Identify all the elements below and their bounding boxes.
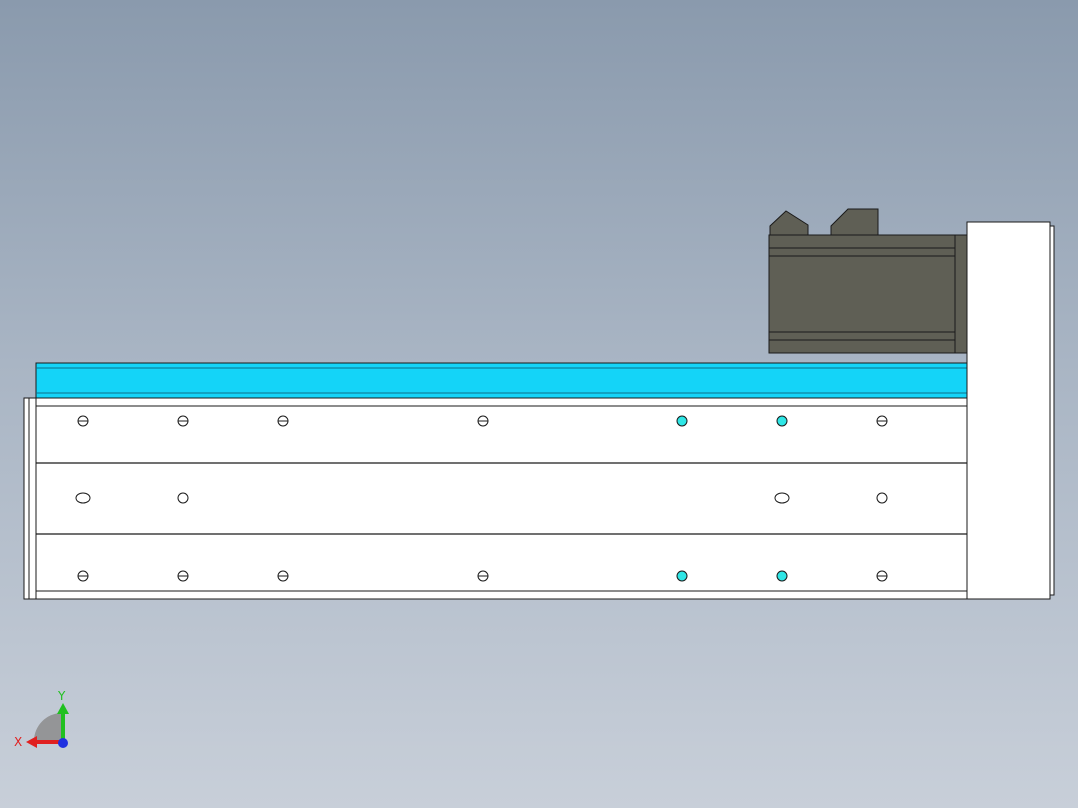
mounting-hole — [876, 492, 888, 504]
mounting-holes — [75, 415, 888, 582]
mounting-hole — [774, 492, 790, 504]
end-cap[interactable] — [966, 221, 1055, 600]
mounting-hole — [776, 415, 788, 427]
mounting-hole — [75, 492, 91, 504]
motor-block[interactable] — [768, 208, 968, 354]
y-axis-label: Y — [57, 689, 66, 703]
mounting-hole — [676, 570, 688, 582]
z-axis-dot — [58, 738, 68, 748]
orientation-triad: Y X — [14, 689, 69, 749]
x-axis-label: X — [14, 735, 22, 749]
rail-body[interactable] — [23, 397, 968, 600]
carriage-cover[interactable] — [35, 362, 968, 399]
mounting-hole — [177, 492, 189, 504]
triad-plane-icon — [34, 713, 62, 741]
mounting-hole — [776, 570, 788, 582]
mounting-hole — [676, 415, 688, 427]
